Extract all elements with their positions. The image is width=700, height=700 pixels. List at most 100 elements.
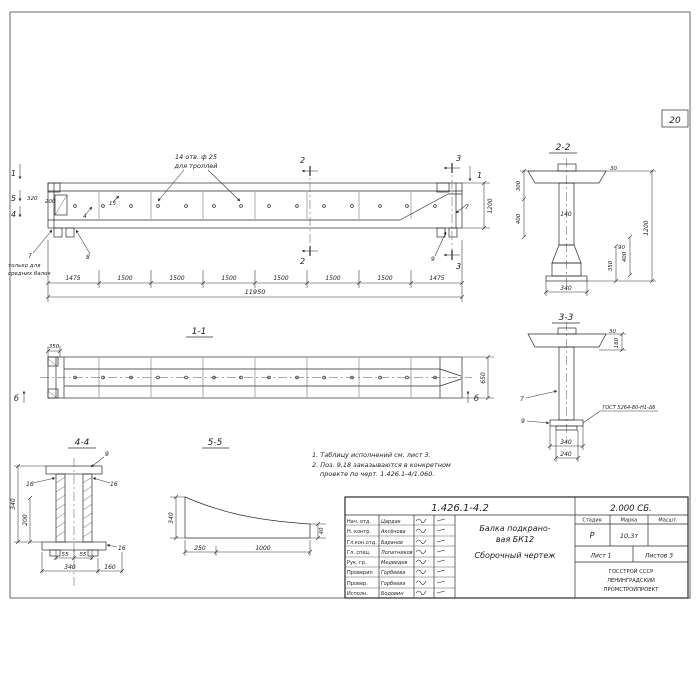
dim-340-lines bbox=[170, 494, 185, 541]
left-note-line1: только для bbox=[8, 263, 41, 269]
plate-hatching bbox=[55, 476, 93, 538]
sheet-number-box bbox=[661, 109, 689, 128]
dim-140: 140 bbox=[560, 211, 572, 218]
dim-1000: 1000 bbox=[255, 545, 270, 552]
section-1-1: 1-1 350 б б 650 bbox=[14, 327, 494, 403]
stage-value: Р bbox=[590, 531, 595, 540]
left-dims-lines bbox=[520, 168, 535, 240]
dim-350: 350 bbox=[608, 260, 614, 271]
notes: 1. Таблицу исполнений см. лист 3. 2. Поз… bbox=[312, 451, 451, 478]
cut-2-label-bottom: 2 bbox=[300, 257, 305, 266]
support-pads bbox=[53, 227, 458, 238]
dim-340: 340 bbox=[560, 439, 572, 446]
dim-1200-lines bbox=[462, 180, 490, 231]
rail-profile bbox=[557, 163, 577, 172]
dim-340: 340 bbox=[560, 285, 572, 292]
cut-5-label: 5 bbox=[11, 194, 16, 203]
row-name-6: Горбеева bbox=[381, 581, 405, 587]
pos-4-leader bbox=[85, 206, 93, 215]
sheets-label: Листов 3 bbox=[644, 553, 673, 560]
dim-340-vertical: 340 bbox=[10, 498, 17, 510]
dim-1200: 1200 bbox=[487, 198, 494, 213]
dim-240-lines bbox=[553, 430, 581, 462]
dim-160-bottom: 160 bbox=[104, 564, 116, 571]
mass-value: 10,3т bbox=[620, 532, 638, 540]
marker-b-left: б bbox=[14, 394, 19, 403]
org-line-3: ПРОМСТРОЙПРОЕКТ bbox=[604, 586, 660, 593]
dim-400-right: 400 bbox=[622, 251, 628, 262]
pos-8: 8 bbox=[86, 254, 90, 261]
pos-15-leader bbox=[112, 195, 120, 203]
hole-note-line1: 14 отв. ф 25 bbox=[175, 153, 217, 161]
stiffener-lines bbox=[98, 192, 412, 219]
dim-160-lines bbox=[599, 331, 626, 353]
dim-340v-lines bbox=[14, 463, 46, 545]
drawing-title-line2: вая БК12 bbox=[496, 535, 534, 544]
pos-9-leader bbox=[434, 231, 447, 257]
pos-7: 7 bbox=[520, 396, 524, 403]
plan-end-plates bbox=[47, 356, 59, 399]
seg-dim-1: 1500 bbox=[117, 275, 132, 282]
note-line-1: 1. Таблицу исполнений см. лист 3. bbox=[312, 451, 431, 459]
right-foot bbox=[87, 549, 99, 557]
section-4-4: 4-4 9 16 16 16 340 200 55 55 340 160 bbox=[10, 438, 126, 586]
bottom-dimensions: 1475 1500 1500 1500 1500 1500 1500 1475 … bbox=[45, 240, 465, 302]
right-block-lines bbox=[575, 515, 688, 563]
tapered-plate bbox=[184, 496, 311, 539]
row-name-3: Лопатников bbox=[380, 550, 413, 556]
org-line-1: ГОССТРОЙ СССР bbox=[609, 568, 653, 575]
title-block-main-lines bbox=[345, 497, 688, 598]
marker-b-right: б bbox=[474, 394, 479, 403]
row-role-6: Провер. bbox=[347, 581, 368, 587]
date-marks bbox=[436, 518, 446, 594]
dim-340-lines bbox=[543, 281, 590, 296]
dim-30: 30 bbox=[610, 166, 617, 172]
plan-stiffeners bbox=[98, 358, 412, 397]
signature-squiggles bbox=[415, 518, 427, 595]
pos-16-bottom: 16 bbox=[118, 545, 126, 552]
drawing-title-line3: Сборочный чертеж bbox=[475, 551, 557, 560]
pos-16-left-leader bbox=[32, 477, 56, 484]
dim-350-line bbox=[613, 243, 619, 284]
dim-1200: 1200 bbox=[643, 220, 650, 235]
dim-30: 30 bbox=[609, 329, 616, 335]
dim-340b-160b-lines bbox=[39, 552, 125, 574]
section-1-1-title: 1-1 bbox=[192, 327, 207, 337]
cut-4-label: 4 bbox=[11, 210, 16, 219]
cut-3-label-bottom: 3 bbox=[456, 262, 461, 271]
dim-650-lines bbox=[462, 354, 494, 401]
dim-line-total bbox=[45, 294, 465, 300]
dim-200v-lines bbox=[27, 495, 33, 545]
weld-designation: ГОСТ 5264-80-Н1-Δ6 bbox=[603, 405, 656, 411]
dim-1200-lines bbox=[587, 168, 656, 284]
dim-400r-line bbox=[627, 234, 633, 278]
cut-1-label-right: 1 bbox=[477, 171, 482, 180]
dim-350: 350 bbox=[49, 344, 60, 350]
sheet-number: 20 bbox=[669, 116, 681, 126]
row-role-4: Рук. гр. bbox=[347, 560, 367, 566]
dim-ticks-segments bbox=[45, 280, 465, 286]
extension-lines bbox=[47, 240, 463, 302]
row-role-7: Исполн. bbox=[347, 591, 368, 597]
dim-340-lines bbox=[547, 426, 586, 450]
seg-dim-2: 1500 bbox=[169, 275, 184, 282]
cut-2-label-top: 2 bbox=[300, 156, 305, 165]
dim-650: 650 bbox=[480, 372, 487, 384]
sheet-label: Лист 1 bbox=[590, 553, 612, 560]
row-name-7: Бодовин bbox=[381, 591, 404, 597]
signature-row-lines bbox=[345, 524, 455, 589]
dim-90: 90 bbox=[618, 245, 625, 251]
rail-profile bbox=[557, 327, 577, 335]
beam-left-end-detail bbox=[54, 194, 68, 216]
seg-dim-0: 1475 bbox=[65, 275, 80, 282]
cut-1-label-left: 1 bbox=[11, 169, 16, 178]
title-block: 1.426.1-4.2 2.000 СБ. Нач. отд. Цардак Н… bbox=[344, 496, 689, 599]
cut-3-label-top: 3 bbox=[456, 154, 461, 163]
pos-9: 9 bbox=[431, 256, 435, 263]
pos-7-leader bbox=[32, 229, 53, 254]
designation: 1.426.1-4.2 bbox=[431, 503, 489, 514]
pos-16-right: 16 bbox=[110, 481, 118, 488]
row-role-1: Н. контр. bbox=[347, 529, 371, 535]
dim-240: 240 bbox=[560, 451, 572, 458]
beam-right-corner-plate bbox=[436, 182, 450, 193]
